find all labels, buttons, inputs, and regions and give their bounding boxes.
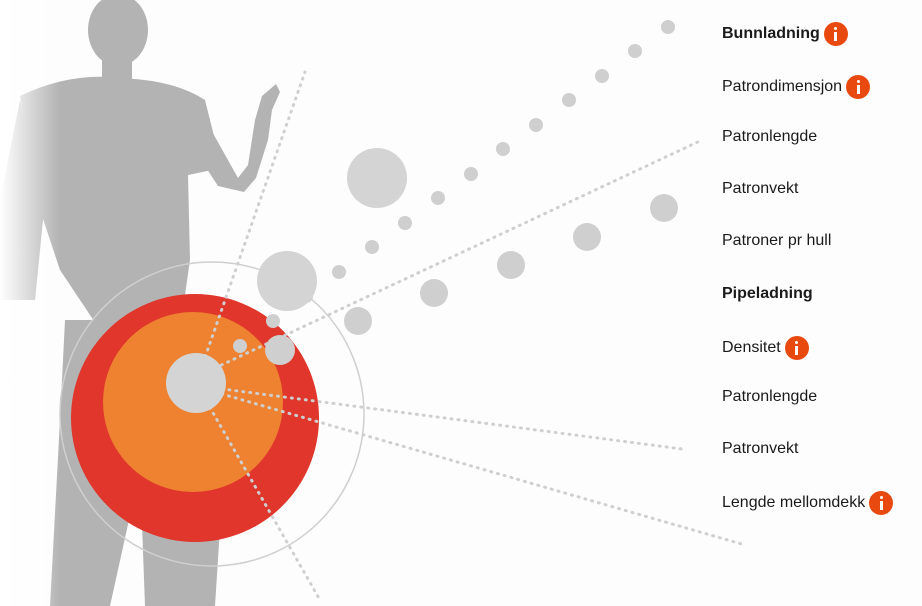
label-patronlengde-1: Patronlengde <box>722 127 817 147</box>
label-patronvekt-1: Patronvekt <box>722 179 798 199</box>
label-patrondimensjon-text: Patrondimensjon <box>722 78 843 95</box>
label-pipeladning: Pipeladning <box>722 284 813 304</box>
label-patronlengde-2-text: Patronlengde <box>722 388 818 405</box>
dots-patrondimensjon <box>233 20 675 353</box>
label-lengde-mellomdekk-text: Lengde mellomdekk <box>722 494 866 511</box>
label-densitet: Densitet <box>722 336 809 360</box>
info-icon[interactable] <box>846 75 871 99</box>
guide-line-down <box>194 381 322 602</box>
label-patroner-pr-hull: Patroner pr hull <box>722 231 831 251</box>
label-patronlengde-2: Patronlengde <box>722 387 817 407</box>
guide-line-up <box>194 70 307 385</box>
core-circle <box>166 353 226 413</box>
dotted-guides <box>194 70 747 602</box>
info-icon[interactable] <box>869 491 894 515</box>
label-patronlengde-1-text: Patronlengde <box>722 128 818 145</box>
left-fade <box>0 0 60 606</box>
label-bunnladning-text: Bunnladning <box>722 25 820 42</box>
dots-patroner-pr-hull <box>257 148 407 311</box>
label-patronvekt-2-text: Patronvekt <box>722 440 799 457</box>
label-patrondimensjon: Patrondimensjon <box>722 75 871 99</box>
label-patroner-pr-hull-text: Patroner pr hull <box>722 232 832 249</box>
guide-line-mellomdekk <box>213 390 747 547</box>
info-icon[interactable] <box>823 22 848 46</box>
guide-line-patronvekt <box>213 386 684 451</box>
guide-line-patronlengde <box>213 138 704 370</box>
label-pipeladning-text: Pipeladning <box>722 285 813 302</box>
dots-patronvekt <box>265 194 678 365</box>
info-icon[interactable] <box>784 336 809 360</box>
outer-guide-circle <box>59 261 365 567</box>
label-densitet-text: Densitet <box>722 339 781 356</box>
label-patronvekt-2: Patronvekt <box>722 439 798 459</box>
label-bunnladning: Bunnladning <box>722 22 848 46</box>
label-lengde-mellomdekk: Lengde mellomdekk <box>722 491 894 515</box>
label-patronvekt-1-text: Patronvekt <box>722 180 799 197</box>
